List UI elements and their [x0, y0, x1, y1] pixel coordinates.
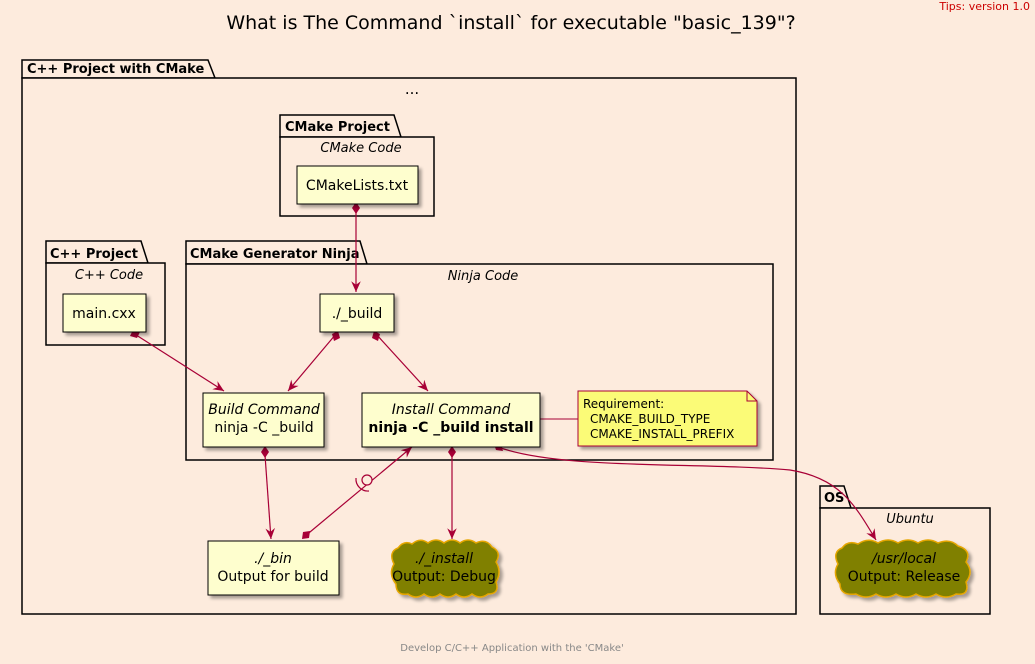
node-install-command: Install Command ninja -C _build install [361, 392, 541, 448]
package-label: C++ Project [50, 247, 138, 262]
package-label: OS [824, 491, 844, 506]
note-line: Requirement: [583, 397, 664, 411]
cloud-subtitle: Output: Debug [392, 569, 496, 585]
edge-diamond [332, 331, 340, 341]
cloud-usr-local: /usr/local Output: Release [834, 539, 971, 598]
cloud-subtitle: Output: Release [848, 569, 961, 585]
cloud-title: /usr/local [870, 551, 936, 567]
edge-diamond [352, 202, 360, 214]
node-label: main.cxx [72, 306, 136, 322]
node-label: CMakeLists.txt [306, 178, 409, 194]
node-bin: ./_bin Output for build [207, 540, 340, 596]
package-label: CMake Generator Ninja [190, 247, 360, 262]
note-line: CMAKE_INSTALL_PREFIX [590, 427, 734, 441]
cloud-install-output: ./_install Output: Debug [390, 539, 500, 598]
diagram-title: What is The Command `install` for execut… [226, 12, 795, 34]
package-subtitle: C++ Code [75, 268, 143, 283]
edge-install-command-to-usr-local [497, 446, 877, 541]
edge-diamond [261, 446, 269, 458]
edge-bin-to-install-command [303, 446, 413, 538]
node-build-command: Build Command ninja -C _build [202, 392, 325, 448]
note-requirement: Requirement: CMAKE_BUILD_TYPE CMAKE_INST… [577, 390, 758, 447]
node-command: ninja -C _build install [368, 420, 533, 436]
node-build-dir: ./_build [319, 293, 395, 333]
node-title: Build Command [208, 402, 320, 418]
package-subtitle: Ubuntu [886, 512, 934, 527]
package-subtitle: Ninja Code [448, 269, 519, 284]
node-title: ./_bin [254, 551, 292, 567]
package-subtitle: CMake Code [320, 141, 401, 156]
node-title: Install Command [392, 402, 511, 418]
edge-diamond [448, 446, 456, 458]
node-command: ninja -C _build [214, 420, 313, 436]
edge-diamond [302, 531, 310, 539]
note-line: CMAKE_BUILD_TYPE [590, 412, 710, 426]
node-subtitle: Output for build [217, 569, 328, 585]
edge-interface-circle-icon [355, 474, 373, 492]
edge-build-dir-to-build-command [287, 333, 337, 392]
package-ellipsis: ... [405, 80, 419, 98]
node-cmakelists: CMakeLists.txt [296, 165, 419, 205]
package-label: CMake Project [285, 120, 390, 135]
tips-version: Tips: version 1.0 [938, 0, 1030, 13]
edge-build-dir-to-install-command [375, 333, 429, 392]
node-label: ./_build [332, 306, 383, 322]
package-label: C++ Project with CMake [27, 62, 204, 77]
edge-build-command-to-bin [264, 454, 276, 540]
footer-caption: Develop C/C++ Application with the 'CMak… [400, 643, 623, 654]
cloud-title: ./_install [415, 551, 473, 567]
node-main-cxx: main.cxx [62, 293, 147, 333]
edge-main-to-build-command [132, 332, 225, 392]
edge-diamond [372, 331, 380, 341]
